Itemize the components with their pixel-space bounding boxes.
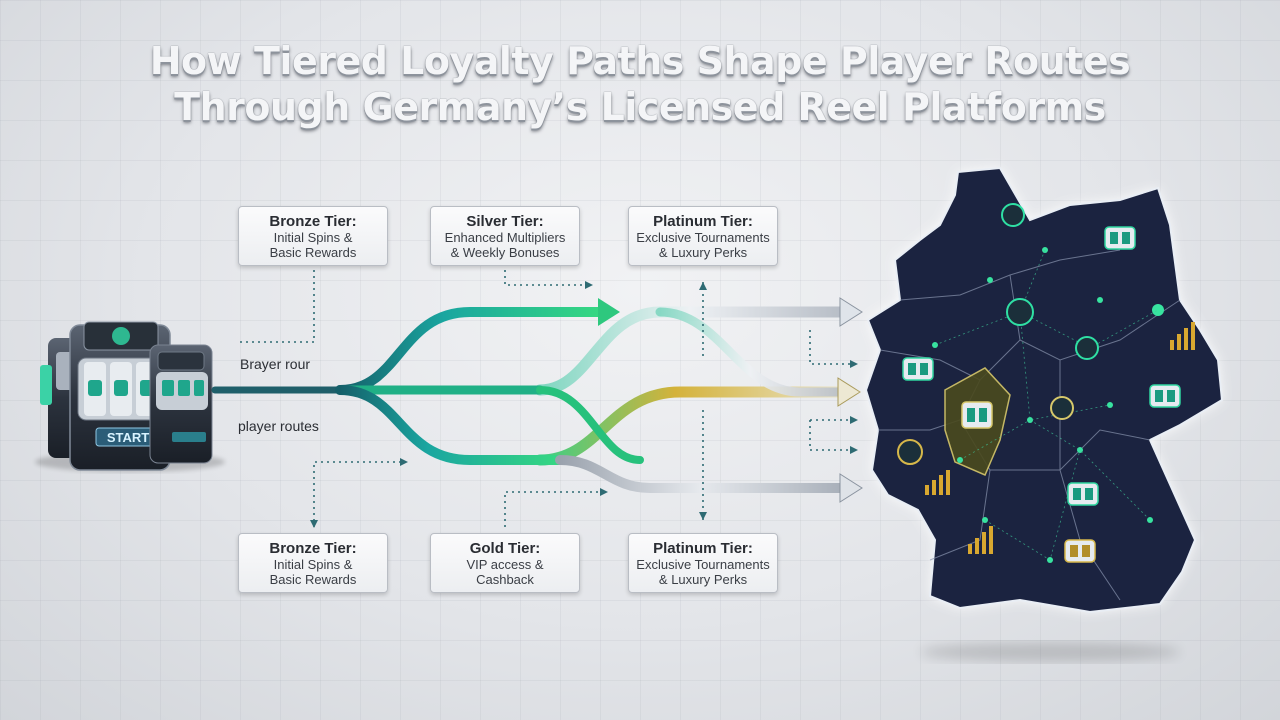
tier-name: Silver Tier: — [466, 213, 544, 230]
path-upper — [335, 307, 605, 395]
tier-box-top-bronze: Bronze Tier: Initial Spins & Basic Rewar… — [238, 206, 388, 266]
tier-name: Platinum Tier: — [653, 540, 753, 557]
germany-map — [864, 166, 1224, 662]
tier-line-1: Initial Spins & — [273, 230, 353, 245]
tier-line-1: VIP access & — [466, 557, 544, 572]
tier-name: Platinum Tier: — [653, 213, 753, 230]
route-label-lower: player routes — [238, 418, 319, 434]
tier-line-2: Cashback — [476, 572, 534, 587]
tier-line-2: Basic Rewards — [269, 245, 357, 260]
tier-box-bottom-gold: Gold Tier: VIP access & Cashback — [430, 533, 580, 593]
slot-machine-icon — [35, 321, 225, 472]
connector-arrowheads — [310, 281, 858, 528]
tier-line-2: & Luxury Perks — [658, 572, 748, 587]
tier-box-top-platinum: Platinum Tier: Exclusive Tournaments & L… — [628, 206, 778, 266]
dotted-connectors — [240, 270, 850, 527]
title-line-2: Through Germany’s Licensed Reel Platform… — [174, 85, 1106, 129]
coin-icon — [897, 203, 1099, 465]
tier-name: Gold Tier: — [469, 540, 541, 557]
tier-line-1: Exclusive Tournaments — [636, 230, 770, 245]
tier-box-bottom-bronze: Bronze Tier: Initial Spins & Basic Rewar… — [238, 533, 388, 593]
tier-line-2: & Weekly Bonuses — [450, 245, 560, 260]
reel-icon — [902, 226, 1181, 563]
arrowheads — [598, 297, 863, 503]
start-button-label: START — [107, 430, 149, 445]
page-title: How Tiered Loyalty Paths Shape Player Ro… — [0, 38, 1280, 130]
tier-name: Bronze Tier: — [269, 540, 357, 557]
tier-box-top-silver: Silver Tier: Enhanced Multipliers & Week… — [430, 206, 580, 266]
route-label-upper: Brayer rour — [240, 356, 311, 372]
tier-name: Bronze Tier: — [269, 213, 357, 230]
title-line-1: How Tiered Loyalty Paths Shape Player Ro… — [149, 39, 1131, 83]
tier-line-1: Exclusive Tournaments — [636, 557, 770, 572]
bar-chart-icon — [925, 322, 1195, 554]
tier-line-1: Initial Spins & — [273, 557, 353, 572]
tier-line-2: Basic Rewards — [269, 572, 357, 587]
tier-line-1: Enhanced Multipliers — [444, 230, 566, 245]
tier-box-bottom-platinum: Platinum Tier: Exclusive Tournaments & L… — [628, 533, 778, 593]
tier-line-2: & Luxury Perks — [658, 245, 748, 260]
route-paths — [211, 306, 846, 493]
